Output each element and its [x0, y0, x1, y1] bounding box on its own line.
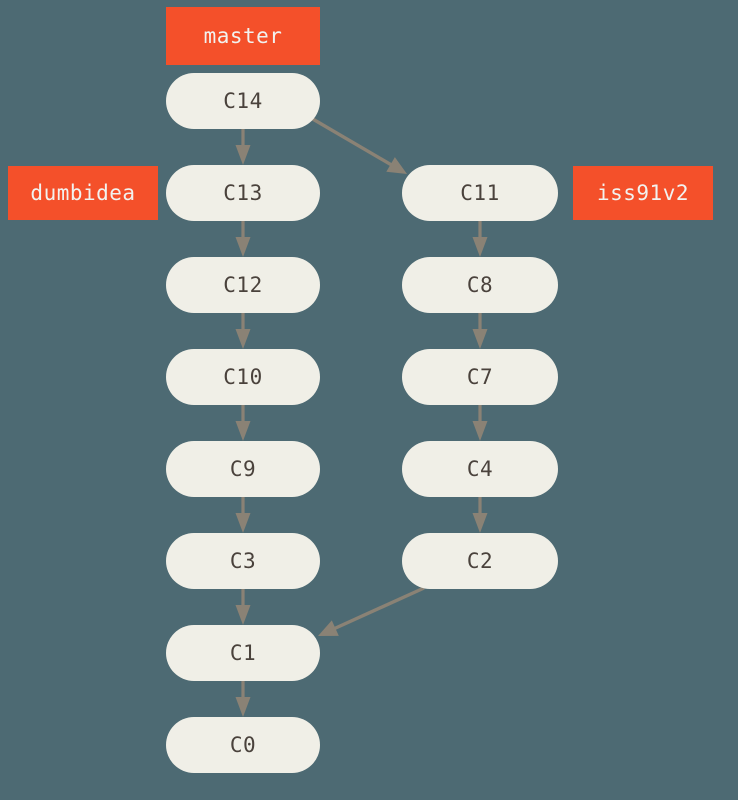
- commit-node-c12[interactable]: C12: [166, 257, 320, 313]
- commit-node-c8[interactable]: C8: [402, 257, 558, 313]
- edge-c14-to-c11: [310, 116, 407, 174]
- branch-label-master[interactable]: master: [166, 7, 320, 65]
- edge-arrowhead: [472, 329, 488, 349]
- edge-arrowhead: [235, 145, 251, 165]
- edge-arrowhead: [235, 237, 251, 257]
- edge-c13-to-c12: [235, 221, 251, 257]
- commit-node-c4[interactable]: C4: [402, 441, 558, 497]
- edge-arrowhead: [318, 620, 339, 636]
- commit-node-c7[interactable]: C7: [402, 349, 558, 405]
- commit-node-c10[interactable]: C10: [166, 349, 320, 405]
- edge-c4-to-c2: [472, 497, 488, 533]
- edge-arrowhead: [472, 513, 488, 533]
- commit-node-c9[interactable]: C9: [166, 441, 320, 497]
- edge-c1-to-c0: [235, 681, 251, 717]
- commit-node-c11[interactable]: C11: [402, 165, 558, 221]
- edge-c9-to-c3: [235, 497, 251, 533]
- edge-arrowhead: [386, 157, 407, 174]
- edge-arrowhead: [472, 237, 488, 257]
- branch-label-iss91v2[interactable]: iss91v2: [573, 166, 713, 220]
- edge-arrowhead: [235, 605, 251, 625]
- edge-line: [310, 116, 394, 167]
- edge-arrowhead: [235, 421, 251, 441]
- edge-c14-to-c13: [235, 129, 251, 165]
- edge-c7-to-c4: [472, 405, 488, 441]
- branch-label-dumbidea[interactable]: dumbidea: [8, 166, 158, 220]
- commit-node-c2[interactable]: C2: [402, 533, 558, 589]
- commit-node-c1[interactable]: C1: [166, 625, 320, 681]
- commit-node-c3[interactable]: C3: [166, 533, 320, 589]
- edge-c11-to-c8: [472, 221, 488, 257]
- commit-node-c13[interactable]: C13: [166, 165, 320, 221]
- edge-c10-to-c9: [235, 405, 251, 441]
- commit-node-c14[interactable]: C14: [166, 73, 320, 129]
- edge-arrowhead: [472, 421, 488, 441]
- edge-arrowhead: [235, 329, 251, 349]
- edge-c2-to-c1: [318, 586, 425, 636]
- edge-c3-to-c1: [235, 589, 251, 625]
- edge-c12-to-c10: [235, 313, 251, 349]
- edge-line: [332, 586, 425, 631]
- edge-c8-to-c7: [472, 313, 488, 349]
- edge-arrowhead: [235, 697, 251, 717]
- edge-arrowhead: [235, 513, 251, 533]
- commit-node-c0[interactable]: C0: [166, 717, 320, 773]
